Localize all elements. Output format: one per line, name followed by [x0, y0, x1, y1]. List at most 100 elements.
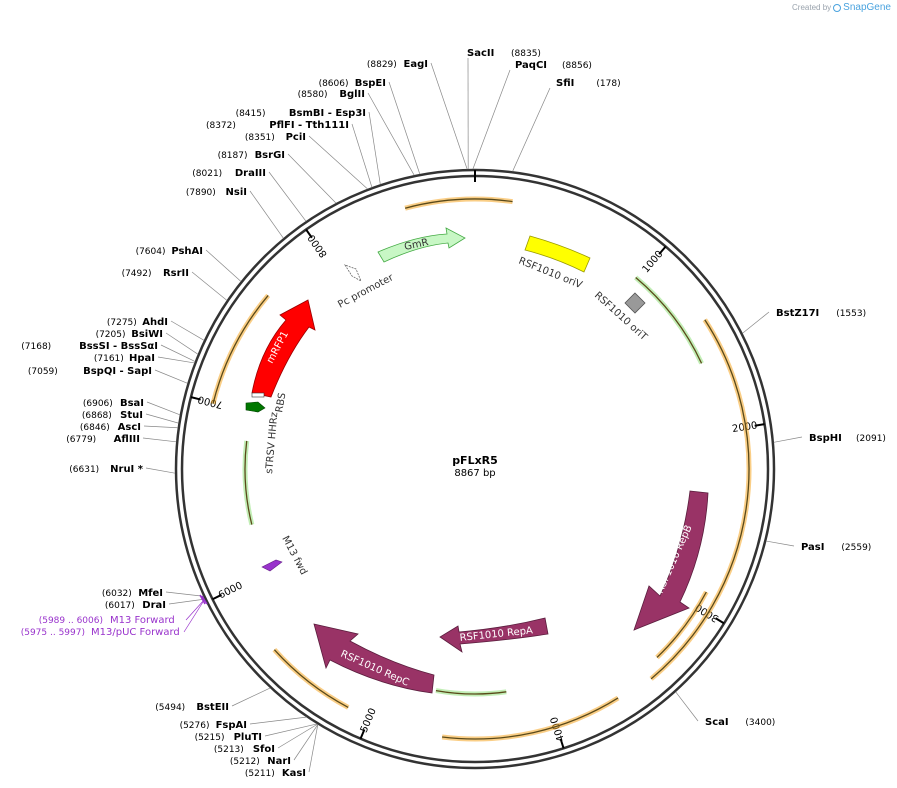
site-pos-saci: (8835)	[511, 49, 541, 59]
rbs-box	[251, 392, 265, 398]
site-name-hpai: HpaI	[129, 353, 155, 364]
site-pos-nsii: (7890)	[186, 188, 216, 198]
site-asci[interactable]: AscI(6846)	[80, 422, 141, 433]
tick-mark-2000	[754, 423, 765, 427]
site-name-mfei: MfeI	[138, 588, 163, 599]
site-fspai[interactable]: FspAI(5276)	[180, 720, 247, 731]
site-hpai[interactable]: HpaI(7161)	[94, 353, 155, 364]
site-pos-sfoi: (5213)	[214, 745, 244, 755]
site-name-nari: NarI	[267, 756, 291, 767]
tick-label-6000: 6000	[217, 580, 245, 601]
site-nsii[interactable]: NsiI(7890)	[186, 187, 247, 198]
tick-mark-1000	[658, 245, 667, 255]
orf-arc-right-outer	[650, 319, 750, 680]
site-mfei[interactable]: MfeI(6032)	[102, 588, 163, 599]
site-pshai[interactable]: PshAI(7604)	[136, 246, 203, 257]
site-bsiwi[interactable]: BsiWI(7205)	[96, 329, 163, 340]
site-kasi[interactable]: KasI(5211)	[245, 768, 306, 779]
site-pasi[interactable]: PasI(2559)	[801, 542, 871, 553]
leader-asci	[143, 425, 178, 429]
leader-rsrii	[191, 271, 228, 301]
orf-arc-right-inner	[656, 591, 707, 658]
site-bsrgi[interactable]: BsrGI(8187)	[218, 150, 285, 161]
site-name-bspei: BspEI	[355, 78, 386, 89]
leader-bstz17i	[742, 311, 770, 334]
leader-bspqi	[154, 369, 188, 384]
site-nari[interactable]: NarI(5212)	[230, 756, 291, 767]
feature-repc[interactable]: RSF1010 RepC	[313, 623, 435, 694]
feature-repa[interactable]: RSF1010 RepA	[439, 617, 549, 653]
site-bspqi[interactable]: BspQI - SapI(7059)	[28, 366, 152, 377]
site-sfoi[interactable]: SfoI(5213)	[214, 744, 275, 755]
site-sfii[interactable]: SfiI(178)	[556, 78, 621, 89]
feature-rbs[interactable]: RBS	[251, 392, 288, 414]
site-name-pluti: PluTI	[234, 732, 262, 743]
site-pluti[interactable]: PluTI(5215)	[195, 732, 262, 743]
feature-mrfp1[interactable]: mRFP1	[251, 299, 316, 398]
site-pos-bsteii: (5494)	[155, 703, 185, 713]
leader-sfoi	[277, 723, 318, 749]
site-paqci[interactable]: PaqCI(8856)	[515, 60, 592, 71]
primer-m13-puc-forward-pos: (5975 .. 5997)	[21, 628, 85, 638]
tick-mark-6000	[212, 593, 222, 601]
leader-drai	[168, 598, 205, 605]
site-name-drai: DraI	[142, 600, 166, 611]
leader-bsteii	[231, 687, 271, 707]
site-name-afliii: AflIII	[114, 434, 140, 445]
feature-m13-fwd[interactable]: M13 fwd	[261, 534, 309, 577]
site-ahdi[interactable]: AhdI(7275)	[107, 317, 168, 328]
site-bspei[interactable]: BspEI(8606)	[319, 78, 386, 89]
leader-afliii	[142, 437, 177, 443]
site-name-draiii: DraIII	[235, 168, 266, 179]
leader-bglii	[367, 92, 415, 176]
site-bsteii[interactable]: BstEII(5494)	[155, 702, 229, 713]
site-stui[interactable]: StuI(6868)	[82, 410, 143, 421]
site-bsphi[interactable]: BspHI(2091)	[809, 433, 886, 444]
plasmid-name: pFLxR5	[452, 454, 498, 467]
site-draiii[interactable]: DraIII(8021)	[192, 168, 266, 179]
tick-mark-5000	[359, 729, 366, 740]
orf-arc-layer	[210, 196, 752, 742]
site-pos-bglii: (8580)	[298, 90, 328, 100]
feature-orit[interactable]: RSF1010 oriT	[592, 290, 650, 343]
site-pos-rsrii: (7492)	[122, 269, 152, 279]
site-bsssi[interactable]: BssSI - BssSαI(7168)	[21, 341, 158, 352]
primer-m13-puc-forward[interactable]: (5975 .. 5997) M13/pUC Forward	[21, 627, 180, 638]
leader-draiii	[268, 171, 307, 222]
primer-leader-2	[183, 601, 204, 633]
feature-oriv[interactable]: RSF1010 oriV	[517, 235, 591, 291]
leader-bsai	[146, 401, 181, 416]
leader-ahdi	[170, 320, 205, 341]
site-afliii[interactable]: AflIII(6779)	[66, 434, 140, 445]
leader-bsmbi	[368, 111, 381, 185]
site-bsai[interactable]: BsaI(6906)	[83, 398, 144, 409]
pc-promoter-label: Pc promoter	[336, 272, 396, 311]
site-bglii[interactable]: BglII(8580)	[298, 89, 365, 100]
feature-pc-promoter[interactable]: Pc promoter	[336, 264, 396, 311]
m13-fwd-label: M13 fwd	[279, 534, 309, 577]
feature-hhrz[interactable]: sTRSV HHRz	[245, 401, 280, 474]
pc-promoter-arrow	[344, 264, 362, 282]
site-rsrii[interactable]: RsrII(7492)	[122, 268, 189, 279]
primer-leader-1	[185, 599, 205, 621]
site-drai[interactable]: DraI(6017)	[105, 600, 166, 611]
site-name-sfii: SfiI	[556, 78, 574, 89]
site-pcii[interactable]: PciI(8351)	[245, 132, 306, 143]
site-eagi[interactable]: EagI(8829)	[367, 59, 428, 70]
site-bsmbi[interactable]: BsmBI - Esp3I(8415)	[236, 108, 366, 119]
primer-m13-forward[interactable]: (5989 .. 6006) M13 Forward	[39, 615, 175, 626]
rbs-label: RBS	[274, 392, 288, 414]
site-name-eagi: EagI	[404, 59, 428, 70]
oriv-box	[524, 235, 591, 273]
site-scai[interactable]: ScaI(3400)	[705, 717, 775, 728]
site-name-bsphi: BspHI	[809, 433, 842, 444]
site-bstz17i[interactable]: BstZ17I(1553)	[776, 308, 866, 319]
site-saci[interactable]: SacII(8835)	[467, 48, 541, 59]
site-nrui[interactable]: NruI *(6631)	[69, 464, 144, 475]
leader-stui	[145, 413, 179, 424]
feature-gmr[interactable]: GmR	[377, 227, 466, 263]
site-pflfi[interactable]: PflFI - Tth111I(8372)	[206, 120, 349, 131]
credit-prefix: Created by	[792, 3, 832, 12]
tick-mark-7000	[190, 396, 201, 401]
